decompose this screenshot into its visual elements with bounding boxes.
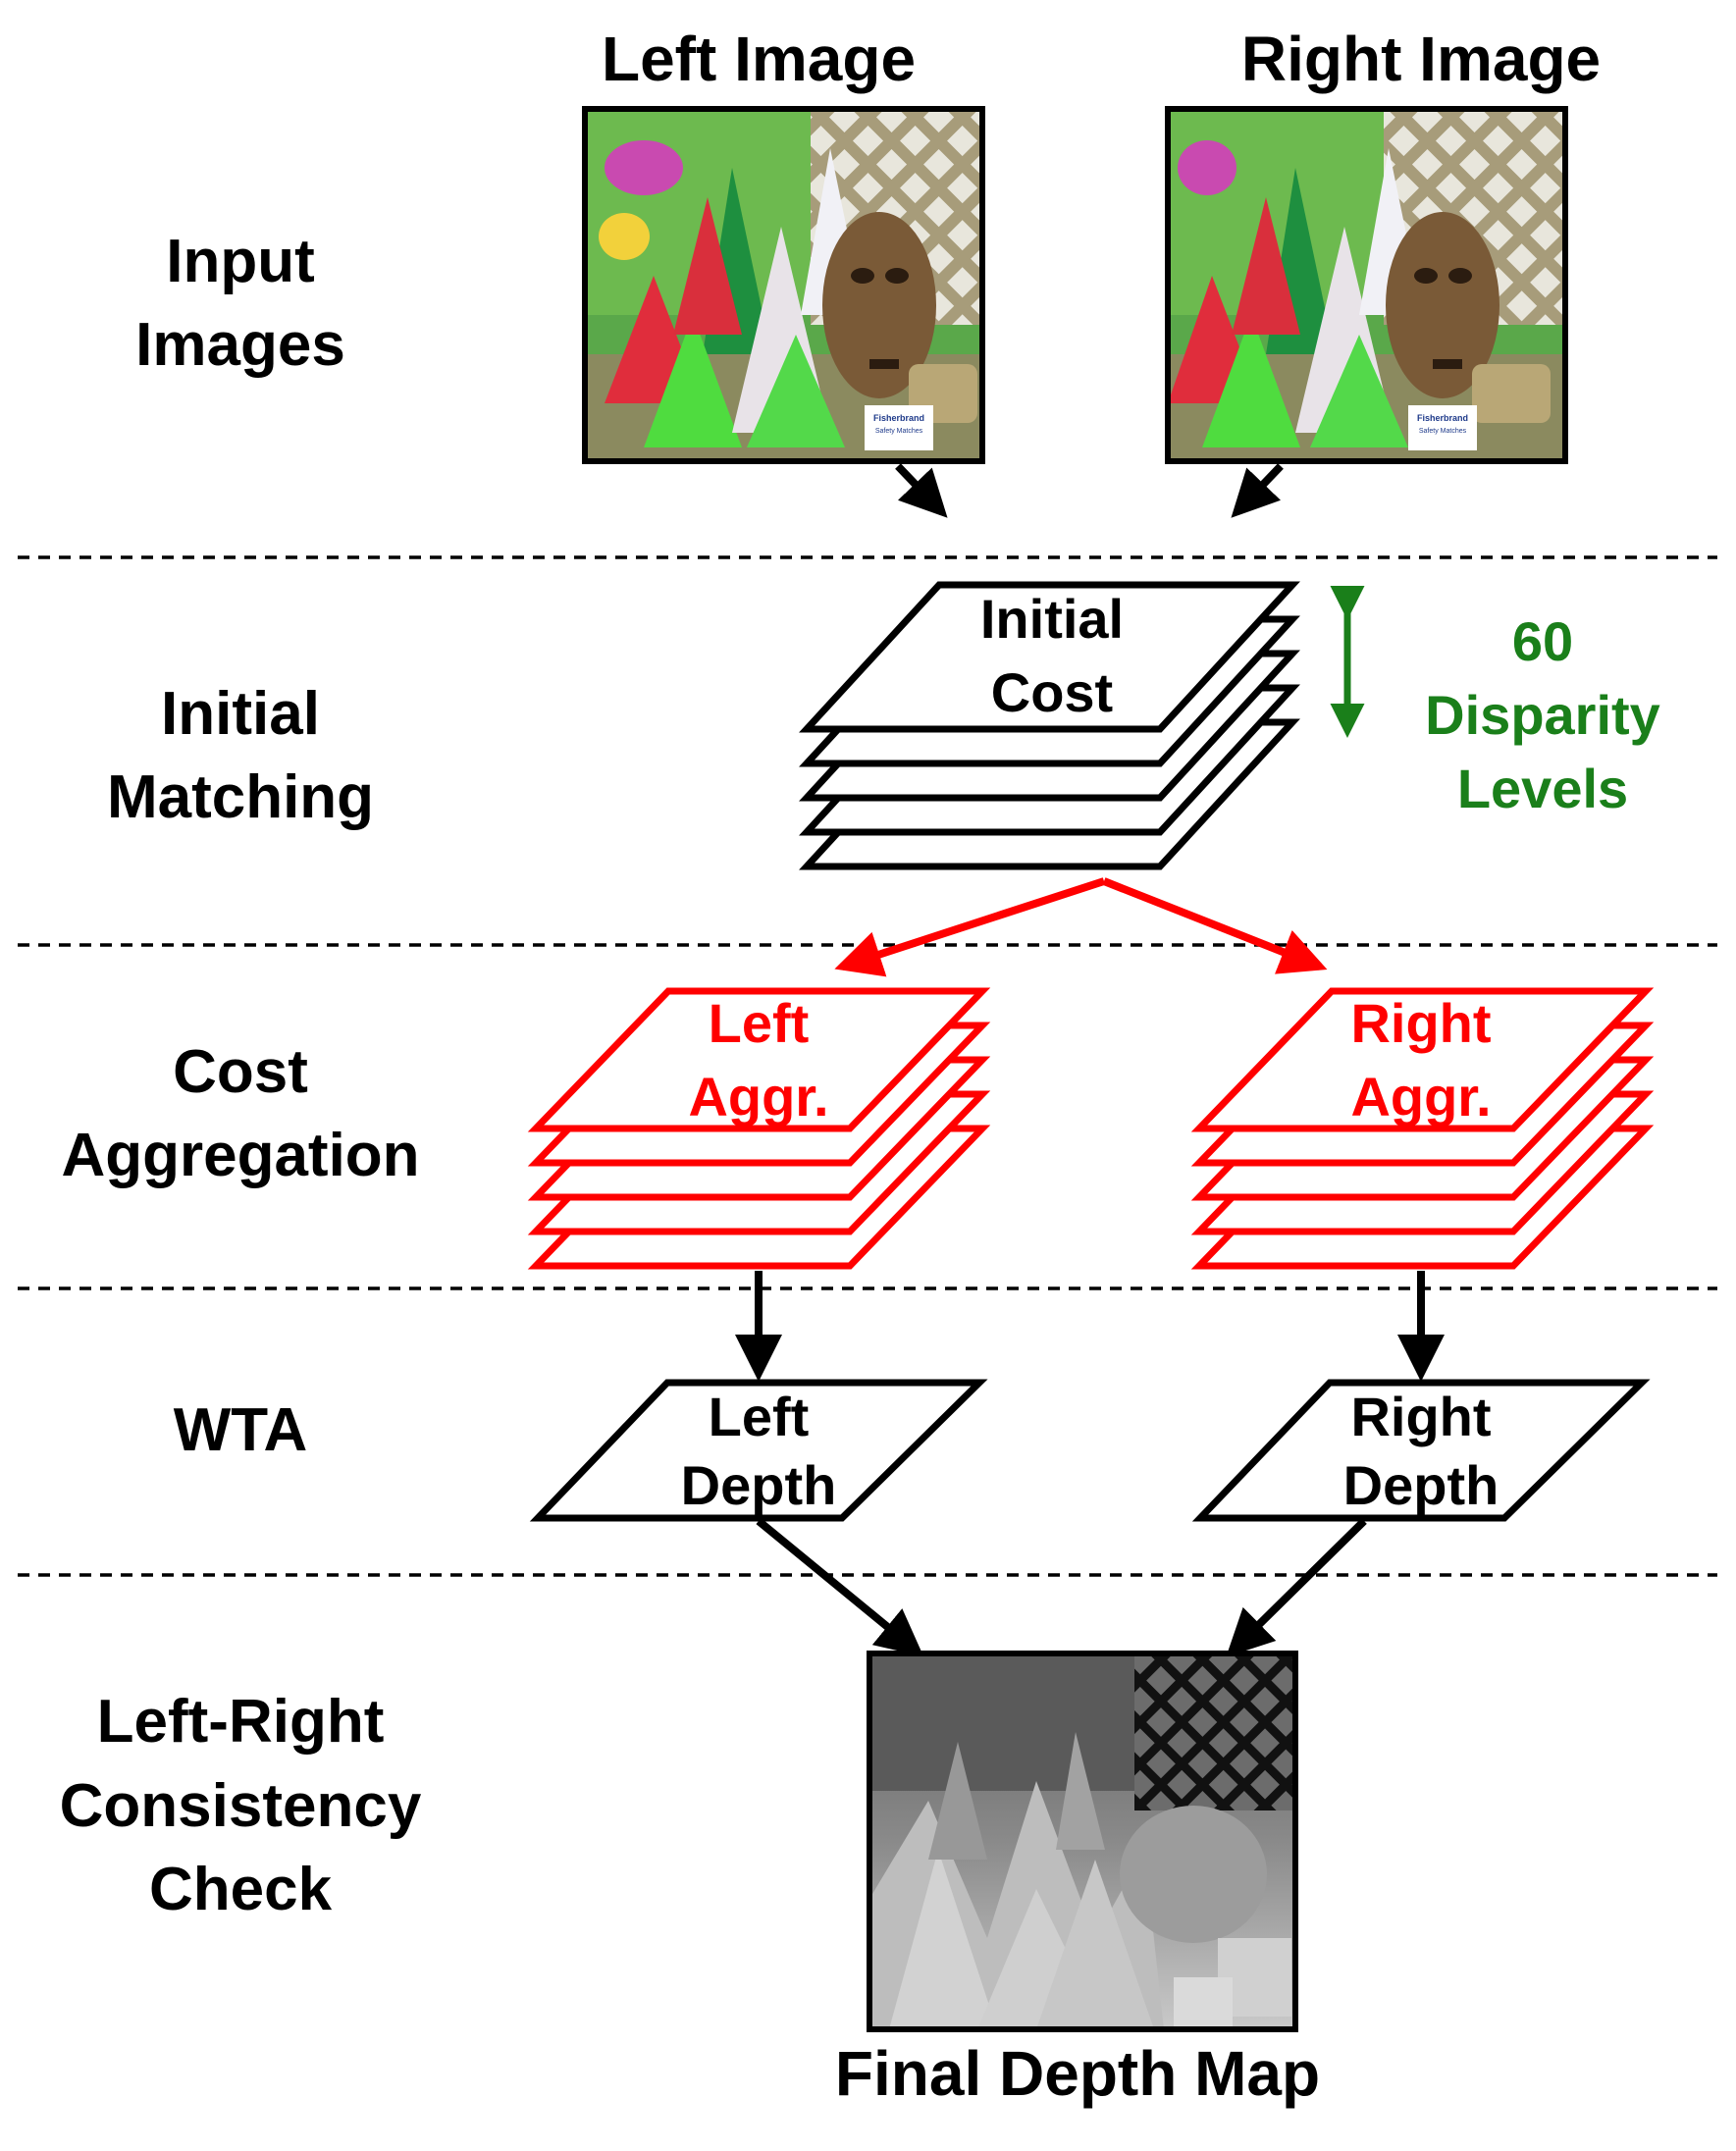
- final-depth-map: [867, 1651, 1298, 2032]
- volume-slice: [1190, 987, 1655, 1132]
- right-aggr-label-line: Right: [1350, 992, 1491, 1054]
- stage-label-line: Consistency: [60, 1772, 422, 1840]
- left-depth-label-line: Depth: [681, 1454, 837, 1516]
- stage-label-line: Initial: [161, 680, 320, 748]
- arrow-cost-to-right-aggr: [1102, 877, 1328, 974]
- left-aggr-label-line: Aggr.: [688, 1066, 828, 1128]
- image-frame: [582, 106, 985, 464]
- stage-label-wta: WTA: [174, 1396, 308, 1464]
- arrow-cost-to-left-aggr: [834, 877, 1106, 977]
- matchbox-brand: Fisherbrand: [873, 413, 924, 423]
- stage-label-lrcheck: Left-Right Consistency Check: [60, 1688, 422, 1923]
- volume-slice: [799, 581, 1300, 733]
- right-input-image: Fisherbrand Safety Matches: [1165, 106, 1568, 464]
- stage-label-aggregation: Cost Aggregation: [61, 1038, 419, 1189]
- arrow-right-image-to-cost: [1231, 463, 1284, 518]
- stereo-scene-right: Fisherbrand Safety Matches: [1168, 109, 1565, 461]
- left-depth-label: Left Depth: [681, 1386, 837, 1516]
- arrow-left-image-to-cost: [895, 463, 948, 518]
- initial-cost-label-line: Initial: [980, 588, 1124, 650]
- left-aggr-label: Left Aggr.: [688, 992, 828, 1128]
- left-aggr-label-line: Left: [709, 992, 810, 1054]
- initial-cost-label: Initial Cost: [980, 588, 1124, 723]
- matchbox-product: Safety Matches: [1419, 428, 1467, 435]
- left-aggregation-stack: [527, 987, 991, 1270]
- final-depth-map-title: Final Depth Map: [835, 2038, 1320, 2109]
- left-depth-sheet: [529, 1379, 988, 1522]
- volume-slice: [527, 987, 991, 1132]
- stage-label-line: Input: [166, 228, 315, 295]
- stage-label-line: Cost: [173, 1038, 308, 1106]
- matchbox-product: Safety Matches: [875, 428, 923, 435]
- stage-label-line: Check: [149, 1856, 333, 1923]
- right-depth-label-line: Depth: [1343, 1454, 1499, 1516]
- right-aggregation-stack: [1190, 987, 1655, 1270]
- initial-cost-stack: [799, 581, 1300, 870]
- disparity-note-line: 60: [1512, 610, 1573, 672]
- left-depth-label-line: Left: [709, 1386, 810, 1447]
- stage-label-line: Images: [135, 311, 345, 379]
- arrow-right-depth-to-final: [1226, 1518, 1367, 1657]
- stage-label-matching: Initial Matching: [107, 680, 374, 831]
- disparity-note-line: Disparity: [1425, 684, 1660, 746]
- disparity-note-line: Levels: [1457, 758, 1628, 819]
- disparity-note: 60 Disparity Levels: [1425, 610, 1660, 819]
- image-frame: [1165, 106, 1568, 464]
- stereo-scene-left: Fisherbrand Safety Matches: [585, 109, 982, 461]
- stage-label-line: Matching: [107, 763, 374, 831]
- right-depth-sheet: [1191, 1379, 1651, 1522]
- right-depth-label-line: Right: [1350, 1386, 1491, 1447]
- right-depth-label: Right Depth: [1343, 1386, 1499, 1516]
- initial-cost-label-line: Cost: [991, 661, 1113, 723]
- depth-map-image: [869, 1653, 1295, 2029]
- right-aggr-label-line: Aggr.: [1350, 1066, 1491, 1128]
- left-image-title: Left Image: [602, 24, 916, 94]
- arrow-left-depth-to-final: [756, 1517, 924, 1657]
- depth-map-frame: [867, 1651, 1298, 2032]
- left-input-image: Fisherbrand Safety Matches: [582, 106, 985, 464]
- stage-label-line: Aggregation: [61, 1122, 419, 1189]
- stage-label-input: Input Images: [135, 228, 345, 379]
- matchbox-brand: Fisherbrand: [1417, 413, 1468, 423]
- stage-label-line: Left-Right: [97, 1688, 385, 1756]
- right-image-title: Right Image: [1241, 24, 1601, 94]
- right-aggr-label: Right Aggr.: [1350, 992, 1491, 1128]
- stage-label-line: WTA: [174, 1396, 308, 1464]
